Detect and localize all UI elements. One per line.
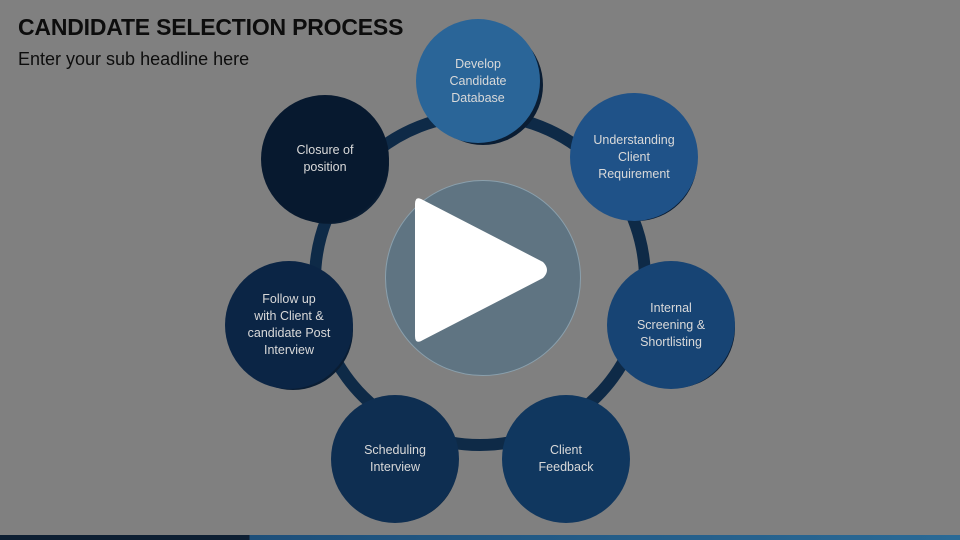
bottom-accent-bar xyxy=(0,535,960,540)
step-label: Follow up with Client & candidate Post I… xyxy=(247,292,331,357)
step-closure-of-position: Closure of position xyxy=(261,95,389,223)
step-label: Scheduling Interview xyxy=(364,443,426,474)
play-icon[interactable] xyxy=(409,190,551,350)
step-label: Understanding Client Requirement xyxy=(593,132,675,181)
step-understanding-client-requirement: Understanding Client Requirement xyxy=(570,93,698,221)
slide-subtitle: Enter your sub headline here xyxy=(18,49,250,69)
step-label: Client Feedback xyxy=(538,443,594,474)
step-internal-screening-shortlisting: Internal Screening & Shortlisting xyxy=(607,261,735,389)
step-follow-up: Follow up with Client & candidate Post I… xyxy=(225,261,353,389)
slide-title: CANDIDATE SELECTION PROCESS xyxy=(18,14,404,40)
step-label: Closure of position xyxy=(296,143,354,174)
step-scheduling-interview: Scheduling Interview xyxy=(331,395,459,523)
step-develop-candidate-database: Develop Candidate Database xyxy=(416,19,540,143)
step-label: Internal Screening & Shortlisting xyxy=(636,300,706,349)
step-client-feedback: Client Feedback xyxy=(502,395,630,523)
step-label: Develop Candidate Database xyxy=(449,56,507,105)
